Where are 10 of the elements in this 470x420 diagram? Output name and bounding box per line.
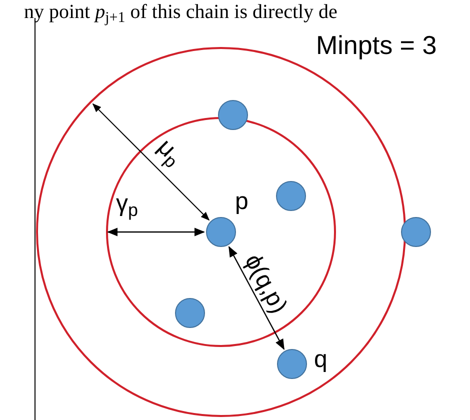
arrow: [228, 246, 284, 350]
minpts-label: Minpts = 3: [316, 32, 437, 58]
point-label: p: [235, 190, 248, 214]
data-point: [218, 100, 248, 130]
data-point: [175, 298, 205, 328]
data-point: [401, 217, 431, 247]
data-point: [277, 349, 307, 379]
data-point: [276, 181, 306, 211]
data-point: [206, 217, 236, 247]
point-label: q: [314, 348, 328, 372]
